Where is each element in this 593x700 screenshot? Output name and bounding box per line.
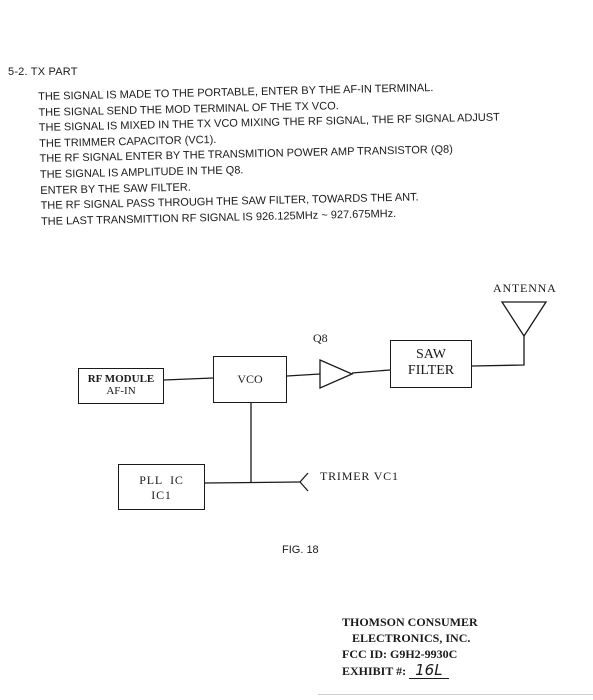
trimmer-label: TRIMER VC1 [320, 469, 399, 483]
antenna-label: ANTENNA [493, 281, 557, 295]
saw-label: SAW [416, 347, 446, 362]
saw-filter-box: SAW FILTER [390, 340, 472, 388]
vco-box: VCO [213, 356, 287, 403]
exhibit-row: EXHIBIT #: 16L [342, 662, 478, 679]
amplifier-triangle [319, 359, 354, 389]
block-diagram: Q8 ANTENNA TRIMER VC1 RF MODULE AF-IN VC… [0, 270, 593, 510]
company-line-1: THOMSON CONSUMER [342, 615, 478, 629]
figure-caption: FIG. 18 [282, 544, 319, 556]
pll-ic-label: PLL IC [139, 473, 184, 487]
pll-ic-box: PLL IC IC1 [118, 464, 205, 510]
diagram-wires: Q8 ANTENNA TRIMER VC1 [163, 281, 557, 492]
fcc-id: FCC ID: G9H2-9930C [342, 647, 458, 661]
company-line-2: ELECTRONICS, INC. [352, 631, 471, 645]
wire-rfmodule-vco [163, 377, 214, 381]
exhibit-label: EXHIBIT #: [342, 664, 407, 678]
ic1-label: IC1 [151, 488, 172, 502]
vco-label: VCO [237, 372, 263, 386]
wire-pll-trimmer [204, 481, 301, 484]
footer-divider [318, 694, 593, 695]
trimmer-arm-down [299, 481, 309, 492]
rf-module-label: RF MODULE [87, 373, 155, 385]
filter-label: FILTER [407, 363, 455, 378]
description-paragraph: THE SIGNAL IS MADE TO THE PORTABLE, ENTE… [38, 77, 593, 230]
exhibit-number: 16L [409, 662, 449, 679]
rf-module-box: RF MODULE AF-IN [78, 368, 164, 404]
wire-saw-antenna [471, 336, 525, 367]
wire-vco-q8 [286, 373, 321, 377]
trimmer-arm-up [299, 472, 309, 483]
q8-label: Q8 [313, 331, 328, 345]
exhibit-stamp: THOMSON CONSUMER ELECTRONICS, INC. FCC I… [342, 614, 478, 679]
af-in-label: AF-IN [106, 385, 136, 397]
section-title: 5-2. TX PART [8, 66, 78, 78]
wire-q8-saw [351, 369, 391, 374]
antenna-triangle [500, 301, 548, 338]
